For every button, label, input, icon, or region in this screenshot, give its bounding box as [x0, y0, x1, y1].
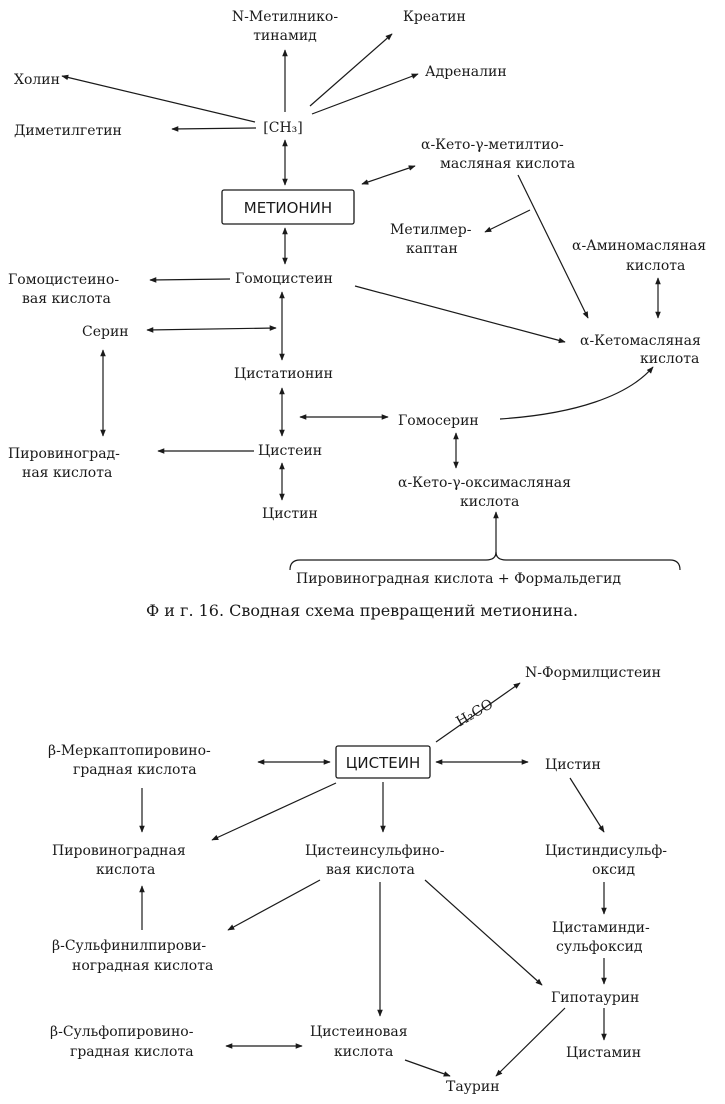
node-pyruvic-line1: Пировиноградная: [52, 843, 186, 859]
edge-cysteinesulfinic-sulfinylpyruvic: [227, 879, 321, 931]
edge-cystine-cystinedisulfoxide: [569, 777, 605, 833]
edge-homoserine-ketobutyric: [499, 366, 654, 420]
node-creatine: Креатин: [403, 9, 466, 25]
cysteine-box: [335, 745, 431, 779]
node-dimethylglycine: Диметилгетин: [14, 123, 122, 139]
node-cysteinesulfinic-line1: Цистеинсульфино-: [305, 843, 445, 859]
node-sulfopyruvic-line2: градная кислота: [70, 1044, 194, 1060]
node-homoserine: Гомосерин: [398, 413, 479, 429]
edge-ch3-adrenaline: [311, 73, 419, 115]
node-cysteic-line1: Цистеиновая: [310, 1024, 408, 1040]
node-keto-methylthio-line2: масляная кислота: [440, 156, 575, 172]
node-cystaminedisulfoxide-line1: Цистаминди-: [552, 920, 650, 936]
node-sulfinylpyruvic-line2: ноградная кислота: [72, 958, 213, 974]
methionine-box: [221, 189, 355, 225]
node-keto-methylthio-line1: α-Кето-γ-метилтио-: [421, 137, 564, 153]
node-methionine: МЕТИОНИН: [244, 199, 332, 217]
node-homocysteine: Гомоцистеин: [235, 271, 333, 287]
node-cystinedisulfoxide-line2: оксид: [592, 862, 635, 878]
node-sulfinylpyruvic-line1: β-Сульфинилпирови-: [52, 938, 206, 954]
edge-cysteine-n-formylcysteine: [435, 682, 521, 743]
brace-pyruvate-formaldehyde: [289, 551, 681, 571]
node-n-formylcysteine: N-Формилцистеин: [525, 665, 661, 681]
node-mercaptopyruvic-line2: градная кислота: [73, 762, 197, 778]
node-pyruvic-line2: ная кислота: [22, 465, 112, 481]
node-ketooxybutyric-line1: α-Кето-γ-оксимасляная: [398, 475, 571, 491]
node-cysteic-line2: кислота: [334, 1044, 393, 1060]
node-pyruvic-line1: Пировиноград-: [8, 446, 120, 462]
figure-17-cysteine-scheme: N-Формилцистеин H₂CO β-Меркаптопировино-…: [48, 665, 667, 1095]
node-cystaminedisulfoxide-line2: сульфоксид: [556, 939, 643, 955]
node-serine: Серин: [82, 324, 129, 340]
edge-serine-junction: [146, 325, 277, 333]
node-cystathionine: Цистатионин: [234, 366, 333, 382]
edge-keto-methylthio-ketobutyric: [517, 174, 589, 319]
node-cysteine-boxed: ЦИСТЕИН: [346, 754, 420, 772]
node-methylmercaptan-line2: каптан: [406, 241, 458, 257]
node-cystine: Цистин: [545, 757, 601, 773]
node-adrenaline: Адреналин: [425, 64, 507, 80]
node-methylmercaptan-line1: Метилмер-: [390, 222, 472, 238]
edge-methionine-keto-methylthio: [361, 165, 416, 185]
node-aminobutyric-line1: α-Аминомасляная: [572, 238, 706, 254]
edge-keto-methylthio-methylmercaptan: [484, 209, 531, 233]
figure-16-caption: Ф и г. 16. Сводная схема превращений мет…: [146, 601, 578, 620]
node-sulfopyruvic-line1: β-Сульфопировино-: [50, 1024, 194, 1040]
edge-ch3-choline: [61, 74, 256, 123]
node-pyruvate-formaldehyde: Пировиноградная кислота + Формальдегид: [296, 571, 621, 587]
node-aminobutyric-line2: кислота: [626, 258, 685, 274]
node-n-methylnicotinamide-line2: тинамид: [253, 28, 317, 44]
edge-ch3-dimethylglycine: [171, 126, 257, 132]
node-ch3: [CH₃]: [263, 120, 302, 136]
edge-cysteinesulfinic-hypotaurine: [424, 879, 543, 986]
node-ketooxybutyric-line2: кислота: [460, 494, 519, 510]
node-homocysteic-line1: Гомоцистеино-: [8, 272, 119, 288]
edge-cysteine-pyruvic: [211, 782, 337, 841]
figure-16-methionine-scheme: N-Метилнико- тинамид Креатин Адреналин Х…: [8, 9, 706, 620]
node-cysteine: Цистеин: [258, 443, 322, 459]
node-taurine: Таурин: [446, 1079, 500, 1095]
node-choline: Холин: [14, 72, 60, 88]
node-cystamine: Цистамин: [566, 1045, 641, 1061]
node-pyruvic-line2: кислота: [96, 862, 155, 878]
node-cystine: Цистин: [262, 506, 318, 522]
node-homocysteic-line2: вая кислота: [22, 291, 111, 307]
node-cystinedisulfoxide-line1: Цистиндисульф-: [545, 843, 667, 859]
edge-homocysteine-ketobutyric: [354, 285, 566, 344]
edge-cysteic-taurine: [404, 1059, 451, 1077]
node-cysteinesulfinic-line2: вая кислота: [326, 862, 415, 878]
edge-homocysteine-homocysteic: [149, 277, 231, 283]
node-hypotaurine: Гипотаурин: [551, 990, 639, 1006]
node-ketobutyric-line2: кислота: [640, 351, 699, 367]
node-mercaptopyruvic-line1: β-Меркаптопировино-: [48, 743, 211, 759]
node-ketobutyric-line1: α-Кетомасляная: [580, 333, 701, 349]
edge-ch3-creatine: [309, 33, 393, 107]
edge-hypotaurine-taurine: [495, 1007, 566, 1077]
node-n-methylnicotinamide-line1: N-Метилнико-: [232, 9, 338, 25]
